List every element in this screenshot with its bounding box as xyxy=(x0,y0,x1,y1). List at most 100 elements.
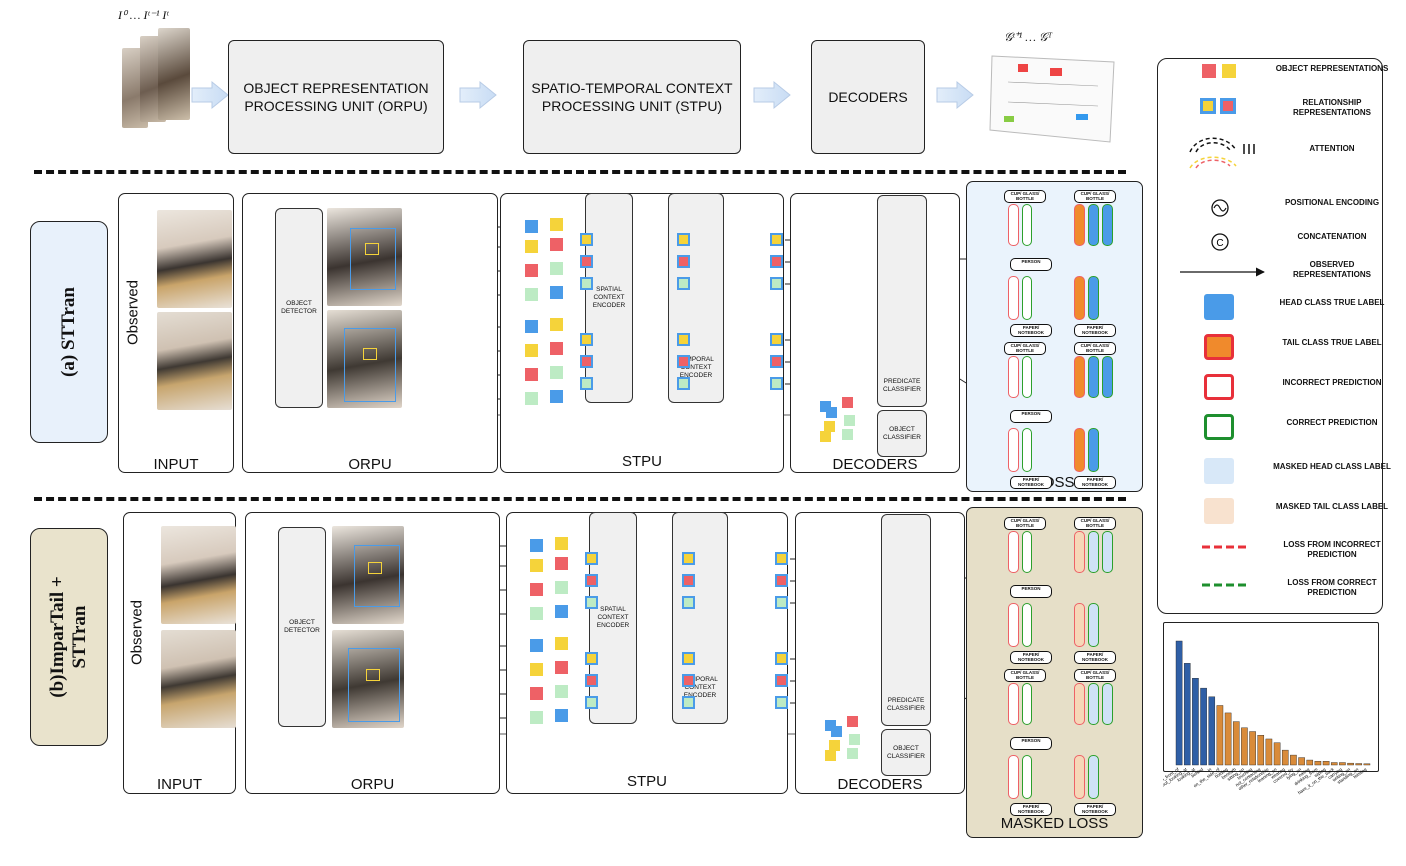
bar-looking_at xyxy=(1192,678,1199,766)
row-b-loss-relation-pill-1-5 xyxy=(1008,755,1019,799)
tick-label-in: in xyxy=(1207,766,1213,772)
video-frame-t xyxy=(158,28,190,120)
row-a-loss-graph-node-0-1: CUP/ GLASS/ BOTTLE xyxy=(1074,190,1116,203)
bar-writing_on xyxy=(1347,762,1354,766)
row-b-decoder-rep-1 xyxy=(847,716,858,727)
legend-label-2: ATTENTION xyxy=(1309,144,1355,153)
flow-arrow-4 xyxy=(936,80,974,110)
row-b-loss-label: MASKED LOSS xyxy=(1000,815,1109,832)
bar-sitting_on xyxy=(1241,727,1248,766)
row-b-rel-out-0-1 xyxy=(775,574,788,587)
row-a-loss-relation-pill-1-5 xyxy=(1008,428,1019,472)
row-b-rel-in-1-2 xyxy=(585,696,598,709)
bar-drinking_from xyxy=(1314,761,1322,766)
legend-label-0: OBJECT REPRESENTATIONS xyxy=(1275,64,1389,73)
row-a-loss-relation-pill-0-5 xyxy=(1008,276,1019,320)
bar-behind xyxy=(1200,687,1207,766)
row-b-label: (b)ImparTail +STTran xyxy=(47,576,91,698)
row-a-decoders-label: DECODERS xyxy=(832,456,918,473)
row-b-frame-2 xyxy=(161,630,236,728)
row-b-loss-relation-pill-1-7 xyxy=(1074,755,1085,799)
row-a-decoder-rep-3 xyxy=(824,421,835,432)
row-a-loss-relation-pill-1-1 xyxy=(1022,356,1032,398)
row-b-loss-relation-pill-1-6 xyxy=(1022,755,1032,799)
row-b-object-detector: OBJECT DETECTOR xyxy=(278,527,326,727)
row-b-obj-a-1-2 xyxy=(530,687,543,700)
row-b-loss-relation-pill-0-1 xyxy=(1022,531,1032,573)
row-a-object-classifier: OBJECT CLASSIFIER xyxy=(877,410,927,457)
scene-graph-thumbnail xyxy=(989,55,1115,143)
row-a-label-box: (a) STTran xyxy=(30,221,108,443)
row-a-stpu-panel xyxy=(500,193,784,473)
row-a-rel-out-0-2 xyxy=(770,277,783,290)
distribution-chart-frame xyxy=(1163,622,1379,772)
bar-have_it_on_the_back xyxy=(1330,762,1338,766)
row-b-decoder-rep-2 xyxy=(831,726,842,737)
row-a-loss-relation-pill-0-3 xyxy=(1088,204,1099,246)
row-a-loss-panel xyxy=(966,181,1143,492)
row-a-bbox-4 xyxy=(363,348,377,360)
row-b-loss-relation-pill-1-8 xyxy=(1088,755,1099,799)
row-a-input-label: INPUT xyxy=(153,456,199,473)
svg-text:C: C xyxy=(1216,238,1223,249)
row-b-rel-mid-0-1 xyxy=(682,574,695,587)
row-a-object-detector: OBJECT DETECTOR xyxy=(275,208,323,408)
legend-label-13: LOSS FROM CORRECT PREDICTION xyxy=(1287,578,1377,597)
row-a-rel-in-1-1 xyxy=(580,355,593,368)
row-a-obj-a-1-3 xyxy=(525,392,538,405)
bar-wiping xyxy=(1322,761,1330,766)
row-a-loss-graph-node-0-2: PERSON xyxy=(1010,258,1052,271)
row-b-obj-b-1-1 xyxy=(555,661,568,674)
row-b-obj-b-0-2 xyxy=(555,581,568,594)
row-b-rel-mid-1-2 xyxy=(682,696,695,709)
legend-label-3: POSITIONAL ENCODING xyxy=(1284,198,1380,207)
row-b-obj-a-0-3 xyxy=(530,607,543,620)
row-b-predicate-classifier: PREDICATE CLASSIFIER xyxy=(881,514,931,726)
legend-label-4: CONCATENATION xyxy=(1297,232,1367,241)
row-b-obj-a-0-0 xyxy=(530,539,543,552)
row-a-obj-a-1-0 xyxy=(525,320,538,333)
row-b-obj-a-1-3 xyxy=(530,711,543,724)
row-b-rel-in-1-1 xyxy=(585,674,598,687)
row-b-observed: Observed xyxy=(128,599,146,666)
flow-arrow-2 xyxy=(459,80,497,110)
row-b-loss-graph-node-1-0: CUP/ GLASS/ BOTTLE xyxy=(1004,669,1046,682)
row-b-loss-relation-pill-0-2 xyxy=(1074,531,1085,573)
frame-sequence-label: I⁰ … Iᵗ⁻¹ Iᵗ xyxy=(118,8,169,22)
bar-holding xyxy=(1224,712,1232,766)
row-b-bbox-2 xyxy=(368,562,382,574)
row-a-obj-b-0-3 xyxy=(550,286,563,299)
row-b-loss-relation-pill-0-8 xyxy=(1088,603,1099,647)
row-a-loss-relation-pill-1-4 xyxy=(1102,356,1113,398)
legend-label-7: TAIL CLASS TRUE LABEL xyxy=(1282,338,1382,347)
row-a-obj-b-0-0 xyxy=(550,218,563,231)
row-b-loss-relation-pill-0-0 xyxy=(1008,531,1019,573)
row-b-rel-in-0-0 xyxy=(585,552,598,565)
graph-sequence-label: 𝒢ᵗ⁺¹ … 𝒢ᵀ xyxy=(1004,30,1053,44)
bar-twisting xyxy=(1363,763,1371,766)
bar-covered_by xyxy=(1290,754,1297,766)
row-b-stpu-label: STPU xyxy=(626,773,667,790)
row-b-loss-relation-pill-0-7 xyxy=(1074,603,1085,647)
bar-not_contacting xyxy=(1257,735,1265,766)
legend-label-8: INCORRECT PREDICTION xyxy=(1282,378,1382,387)
row-a-loss-graph-node-0-4: PAPER/ NOTEBOOK xyxy=(1010,324,1052,337)
row-a-rel-mid-0-2 xyxy=(677,277,690,290)
row-b-spatial-encoder: SPATIAL CONTEXT ENCODER xyxy=(589,512,637,724)
row-b-rel-out-1-1 xyxy=(775,674,788,687)
row-b-decoders-label: DECODERS xyxy=(837,776,923,793)
row-a-rel-out-1-2 xyxy=(770,377,783,390)
bar-other_relationship xyxy=(1265,738,1273,766)
row-a-rel-mid-0-0 xyxy=(677,233,690,246)
row-b-decoder-rep-5 xyxy=(825,750,836,761)
row-a-rel-in-1-0 xyxy=(580,333,593,346)
row-b-obj-a-0-2 xyxy=(530,583,543,596)
row-b-rel-out-1-2 xyxy=(775,696,788,709)
row-a-frame-1 xyxy=(157,210,232,308)
row-b-rel-in-0-2 xyxy=(585,596,598,609)
legend-label-9: CORRECT PREDICTION xyxy=(1286,418,1378,427)
row-a-loss-graph-node-1-3: PAPER/ NOTEBOOK xyxy=(1074,476,1116,489)
flow-arrow-3 xyxy=(753,80,791,110)
row-a-decoder-rep-5 xyxy=(820,431,831,442)
row-a-loss-graph-node-1-4: PAPER/ NOTEBOOK xyxy=(1010,476,1052,489)
